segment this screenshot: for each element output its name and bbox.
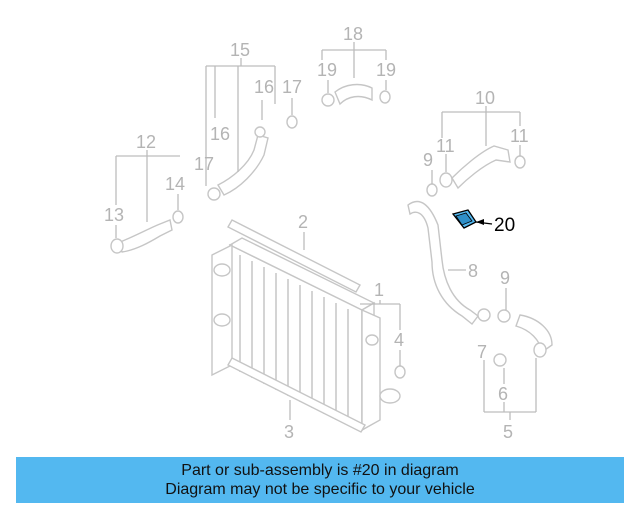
intercooler-core	[211, 219, 401, 433]
callout-9-top: 9	[423, 150, 433, 170]
callout-8: 8	[468, 261, 478, 281]
callout-20: 20	[494, 215, 515, 236]
callout-13: 13	[104, 205, 124, 225]
callout-5: 5	[503, 422, 513, 442]
callout-7: 7	[477, 342, 487, 362]
hose-left-lower	[110, 210, 184, 254]
leader-lines	[115, 42, 537, 420]
banner-line-2: Diagram may not be specific to your vehi…	[165, 481, 475, 498]
banner-line-1: Part or sub-assembly is #20 in diagram	[181, 462, 459, 479]
callout-9-lower: 9	[500, 268, 510, 288]
callout-12: 12	[136, 132, 156, 152]
callout-4: 4	[394, 330, 404, 350]
hose-right-lower	[493, 309, 553, 367]
callout-19-left: 19	[317, 60, 337, 80]
part-20-sensor	[451, 209, 493, 229]
callout-14: 14	[165, 174, 185, 194]
callout-17-mid: 17	[194, 154, 214, 174]
parts-diagram: 15 16 17 16 17 18 19 19 12 14 13 2 1 4 3…	[104, 24, 553, 442]
callout-1: 1	[374, 280, 384, 300]
callout-11-left: 11	[436, 136, 455, 156]
callout-11-right: 11	[510, 126, 529, 146]
hose-right-upper	[426, 145, 526, 197]
callout-16-top: 16	[254, 77, 274, 97]
callout-labels: 15 16 17 16 17 18 19 19 12 14 13 2 1 4 3…	[104, 24, 529, 442]
callout-17-top: 17	[282, 77, 302, 97]
clamp-4	[394, 365, 406, 379]
hose-left-upper	[207, 115, 298, 201]
info-banner: Part or sub-assembly is #20 in diagram D…	[16, 457, 624, 503]
hose-top	[321, 83, 391, 107]
callout-6: 6	[498, 384, 508, 404]
callout-18: 18	[343, 24, 363, 44]
callout-16-mid: 16	[210, 124, 230, 144]
callout-10: 10	[475, 88, 495, 108]
callout-3: 3	[284, 422, 294, 442]
callout-15: 15	[230, 40, 250, 60]
callout-19-right: 19	[376, 60, 396, 80]
pipe-right	[407, 200, 491, 325]
callout-2: 2	[298, 212, 308, 232]
